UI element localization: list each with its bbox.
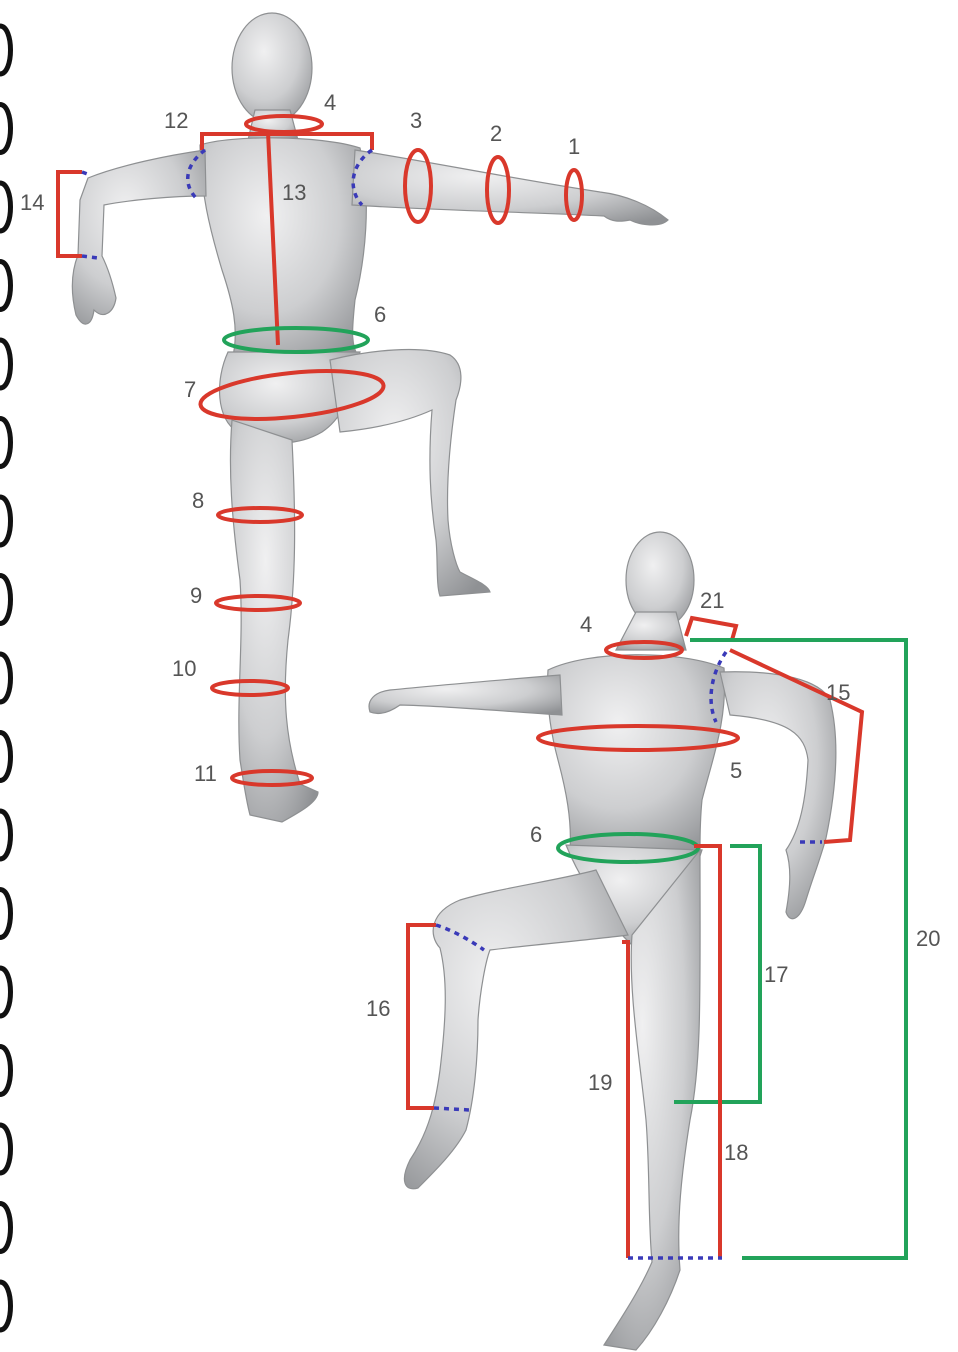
binder-ring [0, 262, 11, 310]
label-6-back: 6 [374, 302, 386, 327]
label-1: 1 [568, 134, 580, 159]
binder-ring [0, 1204, 11, 1252]
label-7: 7 [184, 377, 196, 402]
label-6-front: 6 [530, 822, 542, 847]
binder-ring [0, 497, 11, 545]
binder-rings [0, 26, 11, 1330]
label-2: 2 [490, 121, 502, 146]
label-20: 20 [916, 926, 940, 951]
binder-ring [0, 1125, 11, 1173]
label-18: 18 [724, 1140, 748, 1165]
binder-ring [0, 105, 11, 153]
label-12: 12 [164, 108, 188, 133]
binder-ring [0, 26, 11, 74]
binder-ring [0, 1047, 11, 1095]
binder-ring [0, 1282, 11, 1330]
binder-ring [0, 811, 11, 859]
label-9: 9 [190, 583, 202, 608]
binder-ring [0, 183, 11, 231]
label-10: 10 [172, 656, 196, 681]
binder-ring [0, 968, 11, 1016]
label-21: 21 [700, 588, 724, 613]
binder-ring [0, 340, 11, 388]
label-19: 19 [588, 1070, 612, 1095]
label-16: 16 [366, 996, 390, 1021]
label-13: 13 [282, 180, 306, 205]
label-15: 15 [826, 680, 850, 705]
label-11: 11 [194, 761, 217, 786]
label-14: 14 [20, 190, 44, 215]
label-8: 8 [192, 488, 204, 513]
measure-19-bracket [622, 942, 628, 1258]
measure-16-bracket [408, 925, 436, 1108]
binder-ring [0, 654, 11, 702]
binder-ring [0, 733, 11, 781]
measure-21-bracket [686, 618, 736, 640]
label-4-front: 4 [580, 612, 592, 637]
label-5: 5 [730, 758, 742, 783]
label-17: 17 [764, 962, 788, 987]
label-4-back: 4 [324, 90, 336, 115]
front-view-figure [369, 532, 836, 1350]
binder-ring [0, 576, 11, 624]
binder-ring [0, 890, 11, 938]
binder-ring [0, 419, 11, 467]
label-3: 3 [410, 108, 422, 133]
